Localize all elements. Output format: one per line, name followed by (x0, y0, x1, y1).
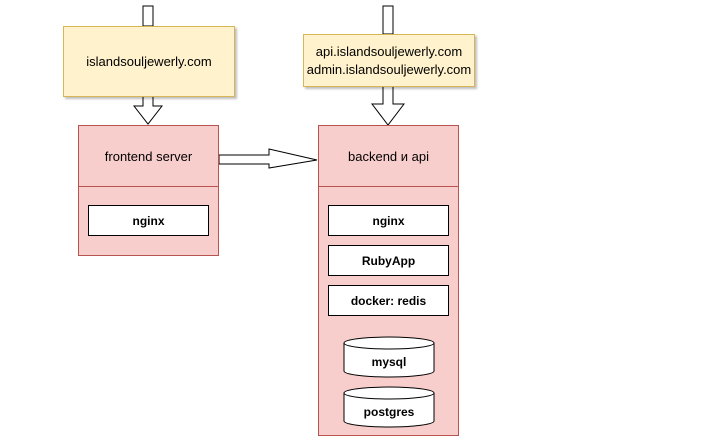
frontend-server-header: frontend server (79, 126, 218, 187)
frontend-domain-label: islandsouljewerly.com (86, 53, 212, 69)
rubyapp-label: RubyApp (361, 253, 416, 268)
arrow-into-frontend-domain (142, 5, 154, 27)
mysql-label: mysql (371, 355, 407, 369)
frontend-nginx-box: nginx (88, 205, 209, 236)
mysql-cylinder-icon (343, 336, 435, 378)
backend-api-domain-label: api.islandsouljewerly.com (315, 43, 463, 59)
frontend-server: frontend server nginx (78, 125, 219, 256)
redis-label: docker: redis (350, 293, 427, 308)
postgres-label-wrap: postgres (343, 398, 435, 426)
postgres-cylinder-icon (343, 386, 435, 428)
backend-nginx-label: nginx (372, 213, 405, 228)
backend-server-header: backend и api (319, 126, 458, 187)
rubyapp-box: RubyApp (328, 245, 449, 276)
arrow-frontend-domain-to-server (132, 95, 164, 125)
mysql-label-wrap: mysql (343, 348, 435, 376)
redis-box: docker: redis (328, 285, 449, 316)
frontend-nginx-label: nginx (132, 213, 165, 228)
backend-admin-domain-label: admin.islandsouljewerly.com (306, 61, 472, 77)
postgres-label: postgres (363, 405, 415, 419)
frontend-server-title: frontend server (104, 148, 193, 164)
arrow-frontend-to-backend (218, 148, 318, 169)
backend-domains-note: api.islandsouljewerly.com admin.islandso… (303, 34, 475, 87)
backend-server: backend и api nginx RubyApp docker: redi… (318, 125, 459, 436)
backend-nginx-box: nginx (328, 205, 449, 236)
backend-server-title: backend и api (348, 148, 429, 164)
frontend-domain-note: islandsouljewerly.com (63, 26, 235, 97)
arrow-into-backend-domain (382, 5, 394, 35)
arrow-backend-domain-to-server (370, 85, 406, 126)
